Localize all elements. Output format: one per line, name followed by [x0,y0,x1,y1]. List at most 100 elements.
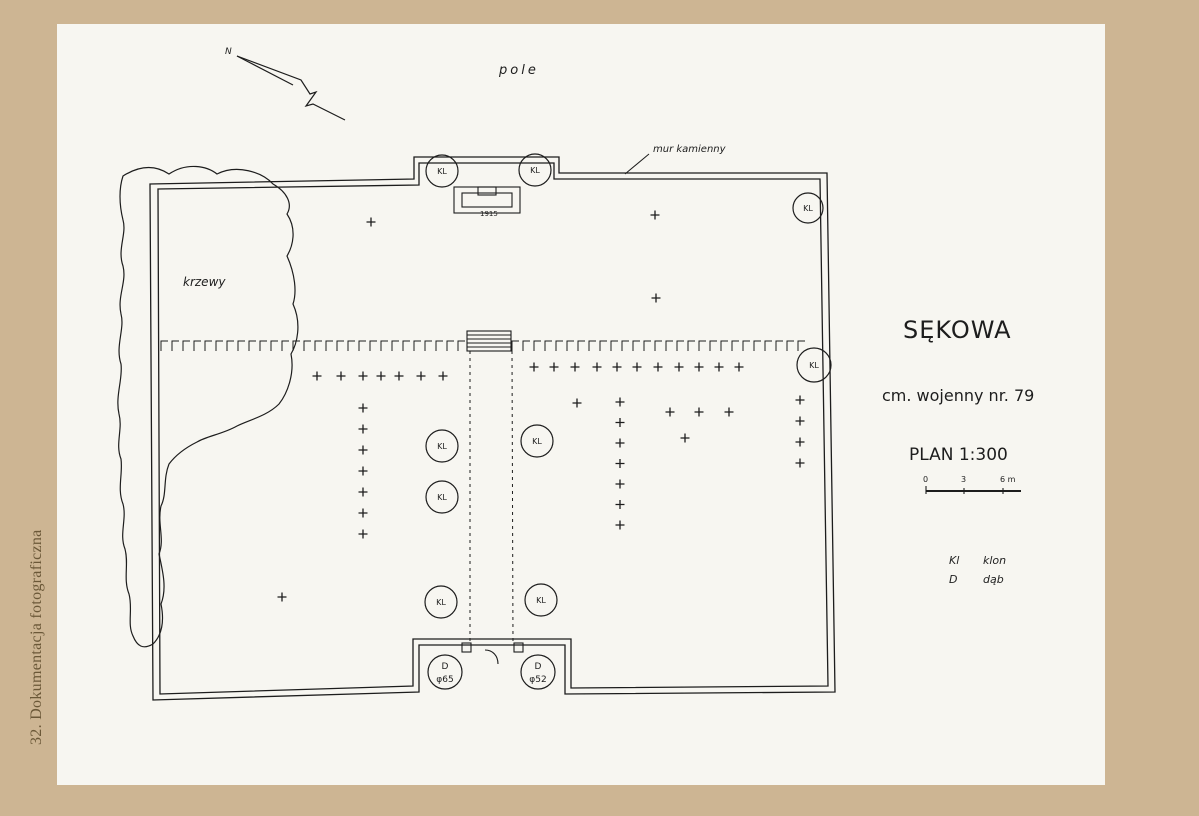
terrace-tick [687,340,695,351]
cemetery-subtitle: cm. wojenny nr. 79 [882,386,1034,405]
terrace-tick [533,340,541,351]
terrace-tick [226,340,234,351]
stone-wall-label: mur kamienny [653,144,727,155]
grave-cross-icon [650,210,660,220]
grave-cross-icon [615,438,625,448]
grave-cross-icon [651,293,661,303]
maple-tree: KL [518,153,552,187]
terrace-tick [720,340,728,351]
maple-tree: KL [792,192,824,224]
terrace-tick [753,340,761,351]
terrace-tick [270,340,278,351]
grave-cross-icon [615,520,625,530]
grave-cross-icon [592,362,602,372]
terrace-tick [621,340,629,351]
terrace-tick [171,340,179,351]
grave-cross-icon [694,362,704,372]
grave-cross-icon [572,398,582,408]
terrace-tick [435,340,443,351]
terrace-tick [325,340,333,351]
maple-code-label: KL [809,361,819,370]
terrace-tick [391,340,399,351]
terrace-tick [786,340,794,351]
grave-cross-icon [416,371,426,381]
grave-cross-icon [615,418,625,427]
maple-tree: KL [524,583,558,617]
terrace-tick [588,340,596,351]
grave-cross-icon [665,407,675,417]
grave-cross-icon [358,445,368,455]
grave-cross-icon [529,362,539,372]
terrace-tick [775,340,783,351]
grave-cross-icon [366,217,376,227]
terrace-tick [380,340,388,351]
terrace-tick [369,340,377,351]
grave-cross-icon [438,371,448,381]
terrace-tick [402,340,410,351]
grave-cross-icon [632,362,642,372]
terrace-tick [237,340,245,351]
scalebar-tick-0: 0 [923,475,928,484]
terrace-tick [457,340,465,351]
legend-code: D [949,573,958,586]
legend-label: klon [983,554,1007,567]
grave-cross-icon [358,371,368,381]
entrance-steps [466,330,512,352]
graves [277,210,805,602]
grave-cross-icon [734,362,744,372]
grave-cross-icon [358,466,368,476]
oak-code-label: D [535,662,542,672]
grave-cross-icon [612,362,622,372]
grave-cross-icon [336,371,346,381]
terrace-tick [413,340,421,351]
terrace-tick [665,340,673,351]
terrace-tick [676,340,684,351]
grave-cross-icon [714,362,724,372]
terrace-tick [248,340,256,351]
grave-cross-icon [795,437,805,447]
grave-cross-icon [394,371,404,381]
grave-cross-icon [358,508,368,518]
grave-cross-icon [615,500,625,509]
terrace-tick [764,340,772,351]
terrace-tick [599,340,607,351]
photo-documentation-caption: 32. Dokumentacja fotograficzna [28,529,45,745]
terrace-tick [182,340,190,351]
north-arrow-icon [236,55,346,121]
grave-cross-icon [674,362,684,372]
terrace-tick [654,340,662,351]
maple-tree: KL [796,347,832,383]
terrace-tick [632,340,640,351]
legend-code: Kl [949,554,960,567]
terrace-tick [797,340,805,351]
grave-cross-icon [570,362,580,372]
terrace-tick [731,340,739,351]
grave-cross-icon [358,403,368,413]
terrace-tick [215,340,223,351]
grave-cross-icon [358,424,368,434]
terrace-tick [193,340,201,351]
grave-cross-icon [358,529,368,539]
bushes-label: krzewy [183,275,226,289]
field-label: pole [498,63,539,78]
grave-cross-icon [795,458,805,468]
legend-label: dąb [983,573,1004,586]
terrace-tick [336,340,344,351]
terrace-tick [511,340,519,351]
entrance-gate [461,642,524,665]
monument-1915 [453,186,521,214]
maple-code-label: KL [803,204,813,213]
grave-cross-icon [724,407,734,417]
grave-cross-icon [694,407,704,417]
terrace-tick [544,340,552,351]
terrace-tick [698,340,706,351]
maple-tree: KL [425,154,459,188]
maple-tree: KL [425,429,459,463]
maple-code-label: KL [437,493,447,502]
terrace-tick [555,340,563,351]
legend: Kl klon D dąb [949,551,1006,589]
terrace-tick [424,340,432,351]
